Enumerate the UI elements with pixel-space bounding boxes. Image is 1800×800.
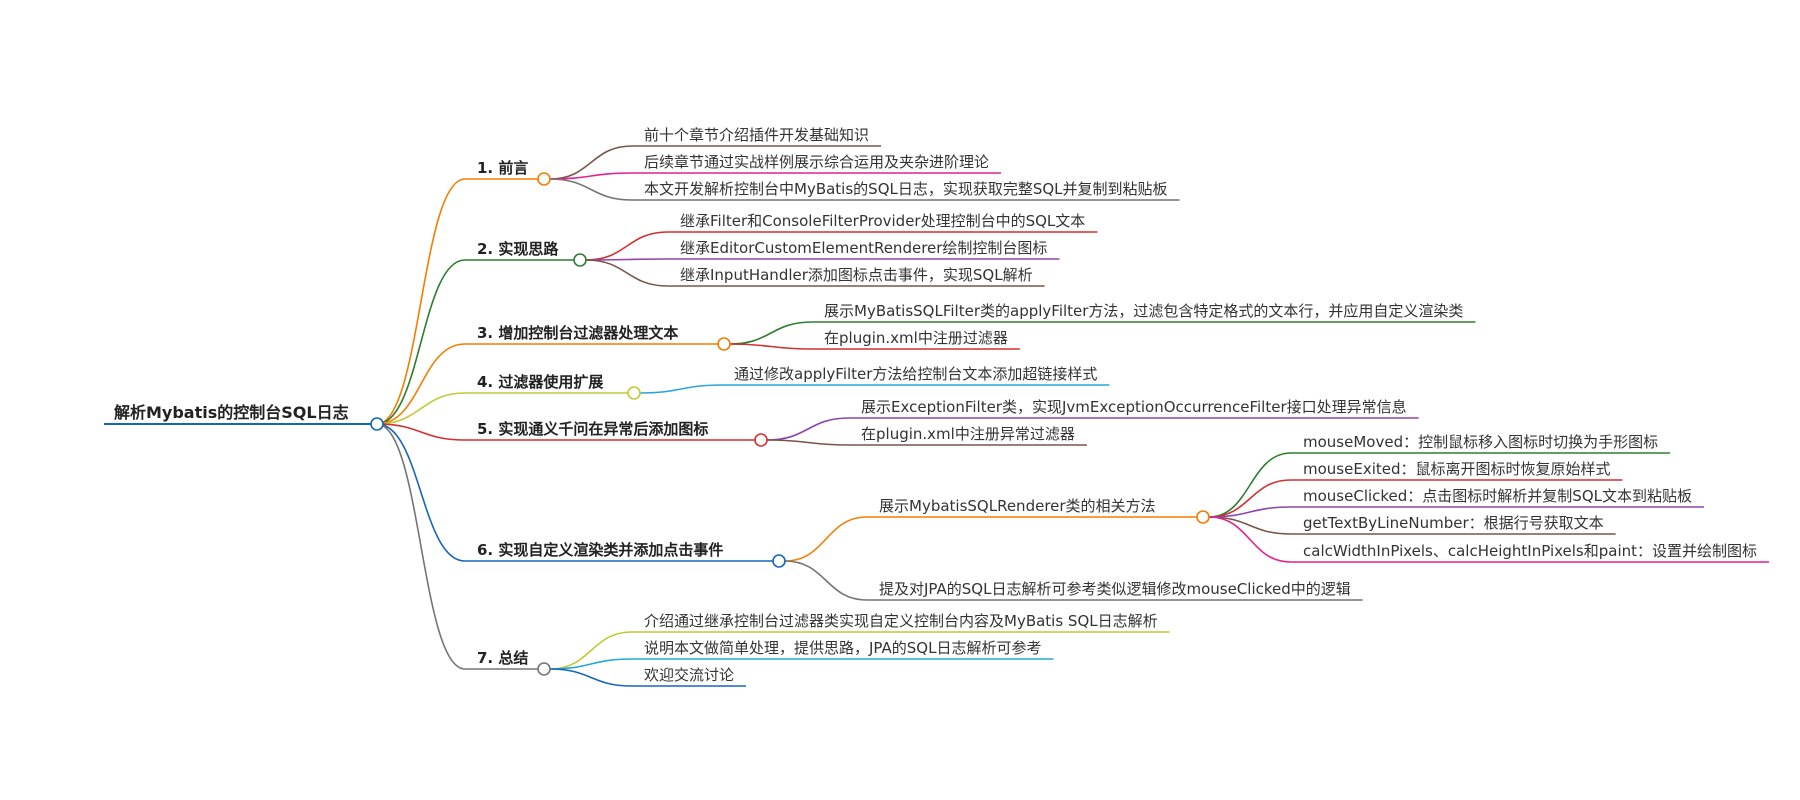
edge-section-2-to-leaf-1 [585,231,669,261]
edge-subnode-to-leaf-5 [1208,516,1292,563]
leaf-node-label-6-1[interactable]: 展示MybatisSQLRenderer类的相关方法 [879,497,1156,515]
leaf-node-label-6-2[interactable]: 提及对JPA的SQL日志解析可参考类似逻辑修改mouseClicked中的逻辑 [879,580,1351,598]
edge-section-7-to-leaf-1 [549,631,633,670]
mindmap-nodes: 解析Mybatis的控制台SQL日志 1. 前言 前十个章节介绍插件开发基础知识后续… [114,126,1757,684]
edge-section-4-to-leaf-1 [639,384,723,394]
section-node-collapse-toggle-4[interactable] [627,386,641,400]
section-node-collapse-toggle-7[interactable] [537,662,551,676]
edge-section-1-to-leaf-3 [549,178,633,201]
edge-subnode-to-leaf-2 [1208,479,1292,518]
section-node-label-4[interactable]: 4. 过滤器使用扩展 [477,373,603,391]
edge-root-to-section-3 [376,343,466,425]
edge-subnode-to-leaf-4 [1208,516,1292,535]
subleaf-node-label-3[interactable]: mouseClicked：点击图标时解析并复制SQL文本到粘贴板 [1303,487,1692,505]
subleaf-node-label-5[interactable]: calcWidthInPixels、calcHeightInPixels和pai… [1303,542,1757,560]
edge-section-2-to-leaf-3 [585,259,669,287]
root-node-label[interactable]: 解析Mybatis的控制台SQL日志 [114,403,349,422]
leaf-node-label-3-1[interactable]: 展示MyBatisSQLFilter类的applyFilter方法，过滤包含特定… [824,302,1463,320]
edge-root-to-section-6 [376,423,466,562]
section-node-label-5[interactable]: 5. 实现通义千问在异常后添加图标 [477,420,708,438]
edge-section-5-to-leaf-2 [766,439,850,446]
leaf-node-label-1-1[interactable]: 前十个章节介绍插件开发基础知识 [644,126,869,144]
edge-section-6-to-leaf-1 [784,516,868,562]
section-node-label-7[interactable]: 7. 总结 [477,649,528,667]
edge-root-to-section-2 [376,259,466,425]
section-node-label-1[interactable]: 1. 前言 [477,159,528,177]
leaf-node-label-7-2[interactable]: 说明本文做简单处理，提供思路，JPA的SQL日志解析可参考 [644,639,1041,657]
leaf-node-label-1-3[interactable]: 本文开发解析控制台中MyBatis的SQL日志，实现获取完整SQL并复制到粘贴板 [644,180,1168,198]
edge-section-7-to-leaf-3 [549,668,633,687]
section-node-label-2[interactable]: 2. 实现思路 [477,240,559,258]
mindmap-edges [104,145,1770,687]
leaf-node-label-2-1[interactable]: 继承Filter和ConsoleFilterProvider处理控制台中的SQL… [680,212,1085,230]
edge-section-6-to-leaf-2 [784,560,868,601]
edge-section-5-to-leaf-1 [766,417,850,441]
edge-section-1-to-leaf-1 [549,145,633,180]
edge-root-to-section-4 [376,392,466,425]
leaf-node-label-4-1[interactable]: 通过修改applyFilter方法给控制台文本添加超链接样式 [734,365,1097,383]
section-node-label-6[interactable]: 6. 实现自定义渲染类并添加点击事件 [477,541,723,559]
edge-section-3-to-leaf-2 [729,343,813,350]
sub-node-collapse-toggle[interactable] [1196,510,1210,524]
leaf-node-label-7-3[interactable]: 欢迎交流讨论 [644,666,734,684]
section-node-label-3[interactable]: 3. 增加控制台过滤器处理文本 [477,324,678,342]
section-node-collapse-toggle-5[interactable] [754,433,768,447]
leaf-node-label-1-2[interactable]: 后续章节通过实战样例展示综合运用及夹杂进阶理论 [644,153,989,171]
edge-root-to-section-1 [376,178,466,425]
leaf-node-label-7-1[interactable]: 介绍通过继承控制台过滤器类实现自定义控制台内容及MyBatis SQL日志解析 [644,612,1158,630]
edge-root-to-section-7 [376,423,466,670]
leaf-node-label-2-3[interactable]: 继承InputHandler添加图标点击事件，实现SQL解析 [680,266,1033,284]
subleaf-node-label-1[interactable]: mouseMoved：控制鼠标移入图标时切换为手形图标 [1303,433,1658,451]
edge-root-to-section-5 [376,423,466,441]
root-node-collapse-toggle[interactable] [370,417,384,431]
section-node-collapse-toggle-2[interactable] [573,253,587,267]
subleaf-node-label-4[interactable]: getTextByLineNumber：根据行号获取文本 [1303,514,1604,532]
leaf-node-label-3-2[interactable]: 在plugin.xml中注册过滤器 [824,329,1008,347]
section-node-collapse-toggle-6[interactable] [772,554,786,568]
section-node-collapse-toggle-1[interactable] [537,172,551,186]
subleaf-node-label-2[interactable]: mouseExited：鼠标离开图标时恢复原始样式 [1303,460,1611,478]
edge-section-3-to-leaf-1 [729,321,813,345]
leaf-node-label-2-2[interactable]: 继承EditorCustomElementRenderer绘制控制台图标 [680,239,1047,257]
leaf-node-label-5-2[interactable]: 在plugin.xml中注册异常过滤器 [861,425,1075,443]
edge-subnode-to-leaf-1 [1208,452,1292,518]
leaf-node-label-5-1[interactable]: 展示ExceptionFilter类，实现JvmExceptionOccurre… [861,398,1407,416]
edge-section-1-to-leaf-2 [549,172,633,180]
section-node-collapse-toggle-3[interactable] [717,337,731,351]
